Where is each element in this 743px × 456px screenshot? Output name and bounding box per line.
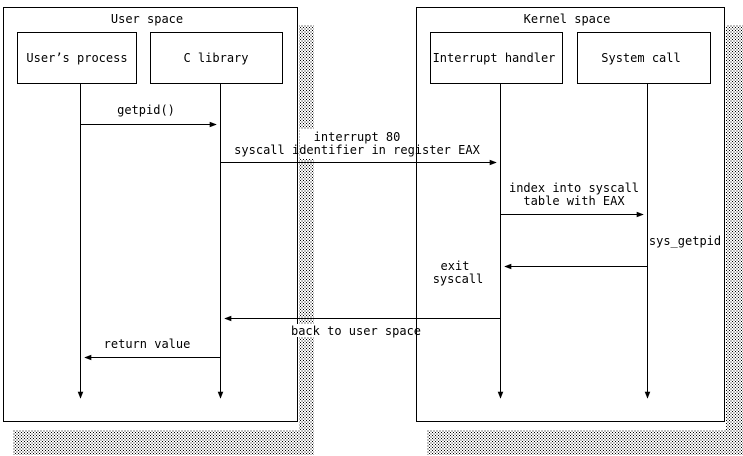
kernel-space-shadow <box>427 25 743 455</box>
label-sys-getpid: sys_getpid <box>649 234 721 248</box>
lane-interrupt-handler-label: Interrupt handler <box>433 51 556 65</box>
label-exit-line2: syscall <box>433 272 484 286</box>
label-exit-line1: exit <box>441 259 470 273</box>
label-interrupt-line1: interrupt 80 <box>314 130 401 144</box>
lane-system-call-label: System call <box>601 51 680 65</box>
label-getpid: getpid() <box>117 103 175 117</box>
label-index-line2: table with EAX <box>523 194 625 208</box>
lane-c-library: C library <box>150 32 283 84</box>
label-index-line1: index into syscall <box>509 181 639 195</box>
label-back-to-user: back to user space <box>291 324 421 338</box>
user-space-title: User space <box>111 12 183 26</box>
lane-c-library-label: C library <box>183 51 248 65</box>
back-label-backing <box>297 324 317 337</box>
lane-system-call: System call <box>577 32 711 84</box>
label-interrupt-line2: syscall identifier in register EAX <box>234 143 480 157</box>
lane-user-process-label: User’s process <box>26 51 127 65</box>
lane-interrupt-handler: Interrupt handler <box>430 32 563 84</box>
label-return-value: return value <box>104 337 191 351</box>
lane-user-process: User’s process <box>17 32 137 84</box>
kernel-space-title: Kernel space <box>524 12 611 26</box>
interrupt-label-backing <box>300 129 316 159</box>
